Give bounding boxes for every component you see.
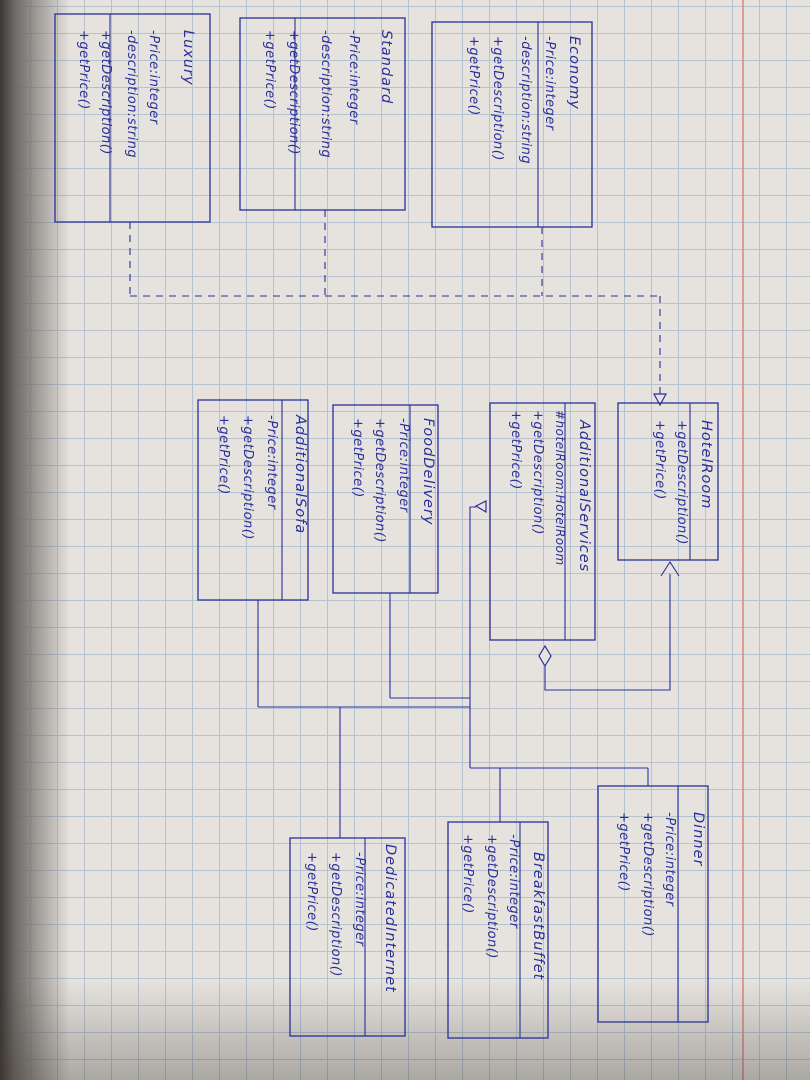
class-member: +getPrice() [262,30,277,110]
class-box [617,402,719,561]
class-name: BreakfastBuffet [530,852,546,981]
class-member: +getPrice() [508,410,523,490]
class-member: +getDescription() [484,834,499,959]
class-member: +getDescription() [98,30,113,155]
class-member: +getPrice() [304,852,319,932]
class-member: #hotelRoom:HotelRoom [553,410,567,566]
class-member: -description:string [318,30,333,158]
realization-arrowhead [652,393,668,407]
class-member: +getDescription() [328,852,343,977]
class-box [431,21,593,228]
class-member: -Price:integer [352,852,367,948]
class-member: +getPrice() [616,812,631,892]
class-name: Luxury [180,30,196,86]
class-member: +getPrice() [652,420,667,500]
class-name: DedicatedInternet [382,844,398,993]
class-member: +getPrice() [216,415,231,495]
class-box [332,404,439,594]
generalization-arrowhead [474,500,487,514]
class-member: +getPrice() [76,30,91,110]
class-name: FoodDelivery [420,418,436,525]
realization-lines [129,210,668,407]
class-dedicated-internet: DedicatedInternet -Price:integer +getDes… [289,837,406,1037]
class-member: +getPrice() [460,834,475,914]
class-member: -Price:integer [396,418,411,514]
class-dinner: Dinner -Price:integer +getDescription() … [597,785,709,1023]
class-food-delivery: FoodDelivery -Price:integer +getDescript… [332,404,439,594]
class-member: +getDescription() [490,36,505,161]
class-member: -Price:integer [662,812,677,908]
class-name: Dinner [690,812,706,866]
class-name: Economy [566,36,582,110]
class-member: +getDescription() [530,410,545,535]
class-breakfast-buffet: BreakfastBuffet -Price:integer +getDescr… [447,821,549,1039]
class-member: +getPrice() [350,418,365,498]
class-name: HotelRoom [698,420,714,509]
aggregation-line [544,574,671,691]
decorator-links [538,560,680,691]
class-name: AdditionalServices [576,419,592,572]
class-member: -description:string [518,36,533,164]
class-member: +getDescription() [286,30,301,155]
class-name: AdditionalSofa [292,414,308,534]
class-luxury: Luxury -Price:integer -description:strin… [54,13,211,223]
class-member: -Price:integer [346,30,361,126]
decorator-generalization [257,500,649,838]
class-box [447,821,549,1039]
class-box [54,13,211,223]
class-member: -Price:integer [264,415,279,511]
class-box [289,837,406,1037]
aggregation-diamond [538,644,552,668]
class-member: -Price:integer [146,30,161,126]
class-box [489,402,596,641]
class-member: +getDescription() [240,415,255,540]
class-name: Standard [378,30,394,104]
class-box [239,17,406,211]
class-box [597,785,709,1023]
class-member: -description:string [124,30,139,158]
class-standard: Standard -Price:integer -description:str… [239,17,406,211]
class-member: +getDescription() [674,420,689,545]
class-member: -Price:integer [542,36,557,132]
class-member: +getDescription() [372,418,387,543]
class-hotel-room: HotelRoom +getDescription() +getPrice() [617,402,719,561]
class-member: -Price:integer [506,834,521,930]
class-additional-sofa: AdditionalSofa -Price:integer +getDescri… [197,399,309,601]
class-box [197,399,309,601]
class-member: +getDescription() [640,812,655,937]
class-member: +getPrice() [466,36,481,116]
class-economy: Economy -Price:integer -description:stri… [431,21,593,228]
class-additional-services: AdditionalServices #hotelRoom:HotelRoom … [489,402,596,641]
generalization-line [469,506,476,768]
association-arrowhead [660,560,680,577]
